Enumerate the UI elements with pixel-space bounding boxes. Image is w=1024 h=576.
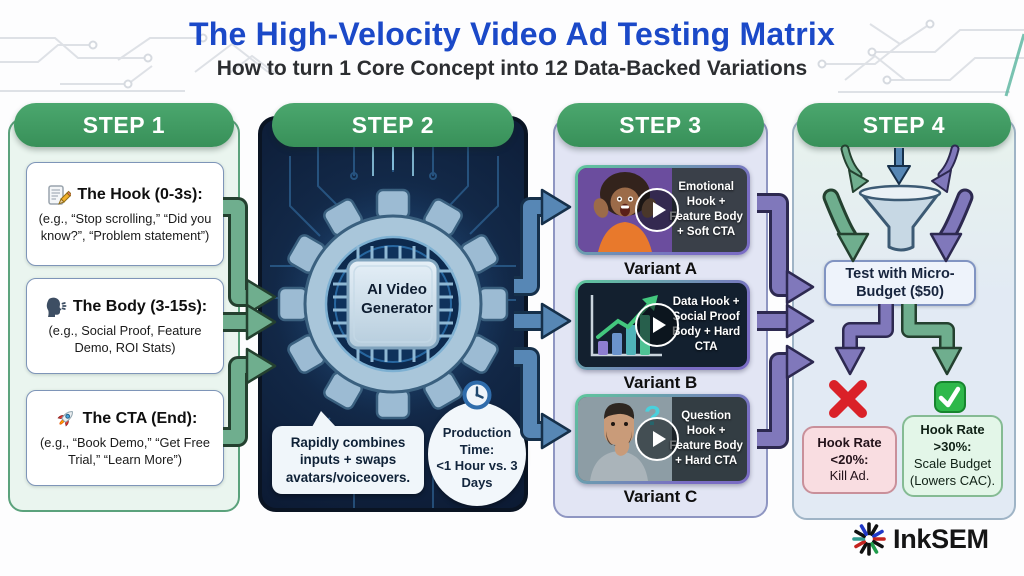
ink-starburst-icon xyxy=(852,522,886,556)
variant-c-label: Variant C xyxy=(623,487,698,506)
step3-header: STEP 3 xyxy=(557,103,764,147)
body-card: The Body (3-15s): (e.g., Social Proof, F… xyxy=(26,278,224,374)
step2-header: STEP 2 xyxy=(272,103,514,147)
step4-header: STEP 4 xyxy=(797,103,1011,147)
page-subtitle: How to turn 1 Core Concept into 12 Data-… xyxy=(216,57,808,80)
step4-panel: Test with Micro-Budget ($50) Hook Rate <… xyxy=(792,118,1016,520)
ai-video-generator-label: AI Video Generator xyxy=(361,281,433,317)
ai-generator-gear-graphic xyxy=(270,120,516,508)
rocket-icon xyxy=(57,411,73,427)
cta-card: The CTA (End): (e.g., “Book Demo,” “Get … xyxy=(26,390,224,486)
variant-b-label: Variant B xyxy=(623,373,698,392)
fail-action: Kill Ad. xyxy=(829,468,870,484)
cta-card-title: The CTA (End): xyxy=(82,410,198,428)
production-time-title: Production Time: xyxy=(442,425,512,457)
speaking-head-icon xyxy=(46,297,67,318)
body-card-title: The Body (3-15s): xyxy=(72,298,208,316)
production-time-value: <1 Hour vs. 3 Days xyxy=(436,458,518,490)
hook-card: The Hook (0-3s): (e.g., “Stop scrolling,… xyxy=(26,162,224,266)
step1-header: STEP 1 xyxy=(14,103,234,147)
play-icon xyxy=(635,417,680,461)
variant-c-thumbnail: ? Question Hook + Feature Body + Hard CT… xyxy=(575,394,750,484)
fail-condition: Hook Rate <20%: xyxy=(817,434,882,467)
hook-card-title: The Hook (0-3s): xyxy=(77,186,203,204)
step3-panel: Emotional Hook + Feature Body + Soft CTA… xyxy=(553,118,768,518)
generator-note-bubble: Rapidly combines inputs + swaps avatars/… xyxy=(272,410,424,495)
body-card-body: (e.g., Social Proof, Feature Demo, ROI S… xyxy=(48,323,202,355)
clock-icon xyxy=(462,380,492,410)
step1-panel: The Hook (0-3s): (e.g., “Stop scrolling,… xyxy=(8,118,240,512)
variant-b-overlay-text: Data Hook + Social Proof Body + Hard CTA xyxy=(672,296,741,353)
production-time-badge: Production Time: <1 Hour vs. 3 Days xyxy=(428,380,526,506)
pass-condition: Hook Rate >30%: xyxy=(920,422,985,455)
variant-a-overlay-text: Emotional Hook + Feature Body + Soft CTA xyxy=(669,181,743,238)
play-icon xyxy=(635,188,680,232)
hook-card-body: (e.g., “Stop scrolling,” “Did you know?”… xyxy=(38,211,212,243)
variant-b-thumbnail: Data Hook + Social Proof Body + Hard CTA xyxy=(575,280,750,370)
variant-a-label: Variant A xyxy=(623,259,698,278)
scale-budget-box: Hook Rate >30%: Scale Budget (Lowers CAC… xyxy=(902,415,1003,497)
play-icon xyxy=(635,303,680,347)
step2-panel: AI Video Generator Rapidly combines inpu… xyxy=(258,116,528,512)
kill-ad-box: Hook Rate <20%: Kill Ad. xyxy=(802,426,897,494)
variant-a-thumbnail: Emotional Hook + Feature Body + Soft CTA xyxy=(575,165,750,255)
micro-budget-test-box: Test with Micro-Budget ($50) xyxy=(824,260,976,306)
memo-pencil-icon xyxy=(48,185,72,205)
page-title: The High-Velocity Video Ad Testing Matri… xyxy=(189,16,835,52)
brand-name: InkSEM xyxy=(893,523,989,554)
pass-action: Scale Budget (Lowers CAC). xyxy=(909,456,996,488)
cta-card-body: (e.g., “Book Demo,” “Get Free Trial,” “L… xyxy=(40,435,210,467)
brand-logo: InkSEM xyxy=(852,522,989,556)
variant-c-overlay-text: Question Hook + Feature Body + Hard CTA xyxy=(669,410,743,467)
